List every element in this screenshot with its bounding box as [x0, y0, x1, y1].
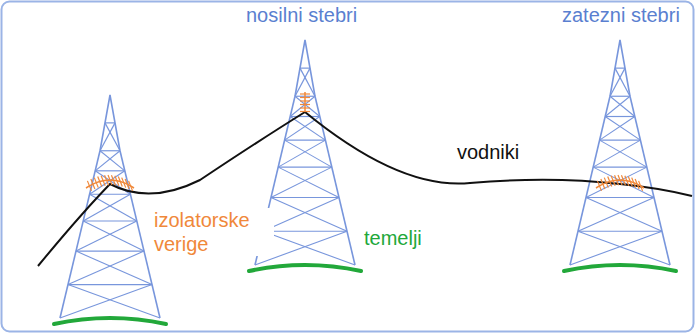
foundation-label: temelji	[362, 226, 424, 250]
insulator-disc	[635, 179, 639, 189]
tower-brace	[263, 231, 347, 232]
insulator-disc	[597, 181, 601, 191]
tension-insulator-string	[596, 175, 644, 191]
tower-brace	[290, 116, 320, 117]
tower-brace	[605, 116, 635, 117]
tower-brace	[263, 231, 355, 265]
tower-peak	[295, 40, 315, 96]
tower-brace	[68, 284, 152, 285]
insulator-disc	[101, 176, 105, 186]
tower-brace	[593, 167, 654, 197]
insulator-disc	[608, 176, 612, 186]
insulator-disc	[604, 178, 608, 188]
tower-brace	[76, 251, 144, 252]
insulator-disc	[639, 181, 643, 191]
tower-brace	[271, 198, 347, 232]
tower-peak	[100, 95, 120, 151]
tower-brace	[593, 140, 640, 167]
tower-brace	[600, 140, 641, 141]
tower-brace	[105, 122, 115, 123]
foundation	[54, 318, 166, 324]
tower-brace	[83, 194, 130, 221]
insulator-label: izolatorske verige	[152, 208, 274, 256]
lattice-tower	[54, 95, 166, 324]
tower-label: nosilni stebri	[244, 3, 359, 27]
tower-brace	[68, 285, 160, 318]
tower-leg	[315, 96, 355, 265]
tower-brace	[570, 231, 662, 265]
tower-brace	[285, 140, 326, 141]
insulator-disc	[300, 97, 310, 98]
tower-peak	[610, 40, 630, 96]
insulator-disc	[300, 107, 310, 108]
tower-brace	[263, 198, 339, 232]
tower-brace	[76, 251, 152, 284]
lattice-tower	[564, 40, 676, 271]
tower-brace	[278, 167, 339, 197]
foundation	[564, 265, 676, 271]
tower-brace	[578, 198, 654, 232]
tower-brace	[300, 68, 310, 69]
tower-brace	[615, 68, 625, 69]
tower-brace	[610, 68, 625, 96]
tower-brace	[278, 167, 332, 168]
tower-brace	[610, 96, 630, 97]
foundation	[249, 265, 361, 271]
insulator-disc	[94, 178, 98, 188]
insulator-disc	[125, 179, 129, 189]
tower-brace	[578, 231, 670, 265]
tower-leg	[60, 151, 100, 318]
tower-brace	[586, 197, 654, 198]
tower-brace	[593, 167, 647, 168]
tower-brace	[60, 285, 152, 318]
tower-brace	[76, 221, 137, 251]
tower-brace	[100, 123, 115, 151]
conductor	[38, 112, 692, 266]
insulator-disc	[129, 181, 133, 191]
conductor-label: vodniki	[455, 140, 521, 164]
tower-brace	[578, 231, 662, 232]
tower-brace	[605, 96, 630, 116]
suspension-insulator-string	[300, 92, 310, 112]
tower-brace	[285, 140, 332, 167]
tower-brace	[610, 96, 635, 116]
tower-brace	[83, 220, 137, 221]
insulator-disc	[91, 179, 95, 189]
tension-insulator-string	[86, 175, 134, 191]
tower-brace	[90, 194, 131, 195]
tower-brace	[95, 170, 125, 171]
tower-brace	[271, 167, 332, 197]
tower-brace	[68, 251, 144, 284]
tower-brace	[605, 117, 640, 141]
tower-brace	[586, 198, 662, 232]
insulator-disc	[611, 176, 615, 186]
insulator-disc	[87, 181, 91, 191]
tower-brace	[290, 117, 325, 141]
tower-brace	[83, 221, 144, 251]
tower-brace	[100, 151, 125, 171]
insulator-disc	[300, 111, 310, 112]
tower-brace	[278, 140, 325, 167]
insulator-stem	[304, 92, 306, 112]
tower-brace	[95, 151, 120, 171]
insulator-disc	[300, 104, 310, 105]
insulator-disc	[98, 176, 102, 186]
insulator-disc	[615, 175, 619, 185]
tower-brace	[600, 117, 635, 141]
insulator-disc	[601, 179, 605, 189]
tower-brace	[100, 150, 120, 151]
tower-leg	[630, 96, 670, 265]
insulator-disc	[300, 100, 310, 101]
tower-brace	[271, 197, 339, 198]
tower-brace	[600, 140, 647, 167]
tower-brace	[295, 68, 310, 96]
insulator-disc	[300, 93, 310, 94]
tower-label: zatezni stebri	[560, 3, 682, 27]
insulator-disc	[105, 175, 109, 185]
